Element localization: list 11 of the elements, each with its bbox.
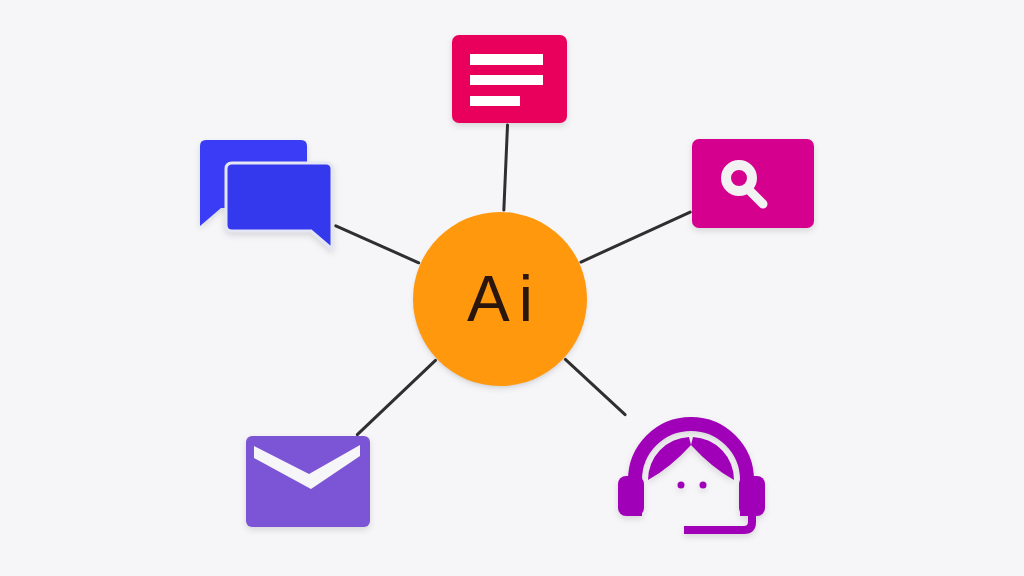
connector-line	[502, 123, 509, 212]
connector-line	[579, 210, 692, 264]
connector-line	[563, 357, 627, 417]
connector-line	[334, 224, 421, 265]
document-icon	[452, 35, 567, 123]
connector-line	[355, 358, 437, 437]
node-label: Ai	[466, 267, 542, 331]
chat-bubbles-icon	[199, 140, 334, 250]
headset-person-icon	[617, 416, 767, 537]
envelope-icon	[246, 436, 370, 527]
search-icon	[692, 139, 814, 228]
